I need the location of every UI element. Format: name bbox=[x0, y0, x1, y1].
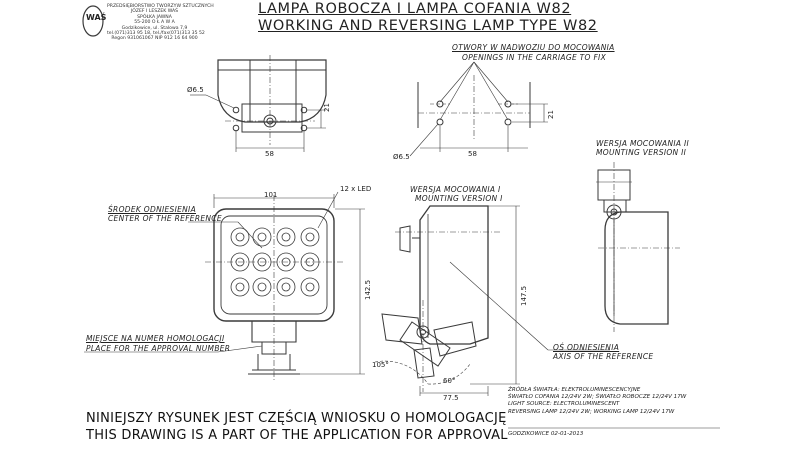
notes-line-3: LIGHT SOURCE: ELECTROLUMINESCENT bbox=[508, 401, 620, 408]
notes-block: ŹRÓDŁA ŚWIATŁA: ELEKTROLUMINESCENCYJNE Ś… bbox=[508, 387, 686, 416]
mounting-holes-pattern bbox=[409, 61, 548, 157]
notes-line-2: ŚWIATŁO COFANIA 12/24V 2W; ŚWIATŁO ROBOC… bbox=[508, 394, 687, 401]
dim-hole-diameter-left: Ø6.5 bbox=[187, 86, 204, 94]
approval-label-english: PLACE FOR THE APPROVAL NUMBER bbox=[86, 344, 231, 353]
footer-english: THIS DRAWING IS A PART OF THE APPLICATIO… bbox=[86, 428, 508, 443]
company-line-1: PRZEDSIĘBIORSTWO TWORZYW SZTUCZNYCH bbox=[107, 4, 214, 9]
approval-label-polish: MIEJSCE NA NUMER HOMOLOGACJI bbox=[86, 334, 225, 343]
version-2-label-english: MOUNTING VERSION II bbox=[596, 148, 687, 157]
axis-reference-label-english: AXIS OF THE REFERENCE bbox=[553, 352, 654, 361]
notes-line-4: REVERSING LAMP 12/24V 2W; WORKING LAMP 1… bbox=[508, 408, 675, 415]
notes-line-1: ŹRÓDŁA ŚWIATŁA: ELEKTROLUMINESCENCYJNE bbox=[508, 387, 641, 393]
dim-hole-diameter-right: Ø6.5 bbox=[393, 153, 410, 161]
holes-label-polish: OTWORY W NADWOZIU DO MOCOWANIA bbox=[452, 43, 615, 52]
dim-width-58-left: 58 bbox=[265, 150, 274, 158]
top-view-bracket bbox=[190, 55, 327, 152]
logo-text: WAŚ bbox=[86, 13, 107, 22]
company-line-2: JÓZEF I LESZEK WAŚ bbox=[130, 9, 179, 15]
title-english: WORKING AND REVERSING LAMP TYPE W82 bbox=[258, 18, 598, 34]
dim-width-101: 101 bbox=[264, 191, 278, 199]
center-reference-label-english: CENTER OF THE REFERENCE bbox=[108, 214, 222, 223]
company-block: PRZEDSIĘBIORSTWO TWORZYW SZTUCZNYCH JÓZE… bbox=[107, 4, 214, 42]
dim-height-142: 142.5 bbox=[364, 279, 372, 300]
dim-height-21-left: 21 bbox=[323, 103, 331, 112]
version-1-label-polish: WERSJA MOCOWANIA I bbox=[410, 185, 501, 194]
title-polish: LAMPA ROBOCZA I LAMPA COFANIA W82 bbox=[258, 1, 572, 17]
center-reference-label-polish: ŚRODEK ODNIESIENIA bbox=[108, 205, 196, 214]
company-line-6: tel.(071)313 95 18, tel./fax(071)313 35 … bbox=[107, 31, 205, 37]
axis-reference-label-polish: OŚ ODNIESIENIA bbox=[553, 343, 620, 352]
dim-height-21-right: 21 bbox=[547, 110, 555, 119]
company-line-4: 55-200 O Ł A W A bbox=[134, 20, 175, 26]
side-view-version-2 bbox=[596, 162, 680, 332]
dim-width-58-right: 58 bbox=[468, 150, 477, 158]
company-line-7: Regon 931061067 NIP 912 16 64 900 bbox=[111, 36, 198, 42]
dim-angle-60: 60° bbox=[443, 377, 456, 385]
dim-height-147: 147.5 bbox=[520, 285, 528, 306]
version-1-label-english: MOUNTING VERSION I bbox=[415, 194, 503, 203]
dim-angle-105: 105° bbox=[372, 361, 389, 369]
version-2-label-polish: WERSJA MOCOWANIA II bbox=[596, 139, 690, 148]
company-line-3: SPÓŁKA JAWNA bbox=[137, 14, 172, 20]
side-view-version-1 bbox=[374, 205, 610, 396]
led-count-label: 12 x LED bbox=[340, 185, 372, 193]
holes-label-english: OPENINGS IN THE CARRIAGE TO FIX bbox=[462, 53, 607, 62]
place-date: GODZIKOWICE 02-01-2013 bbox=[508, 431, 584, 437]
company-logo bbox=[82, 5, 104, 37]
footer-polish: NINIEJSZY RYSUNEK JEST CZĘŚCIĄ WNIOSKU O… bbox=[86, 411, 507, 426]
front-view-lamp bbox=[84, 191, 365, 380]
company-line-5: Godzikowice, ul. Stalowa 7,9 bbox=[121, 25, 188, 31]
dim-width-77: 77.5 bbox=[443, 394, 459, 402]
